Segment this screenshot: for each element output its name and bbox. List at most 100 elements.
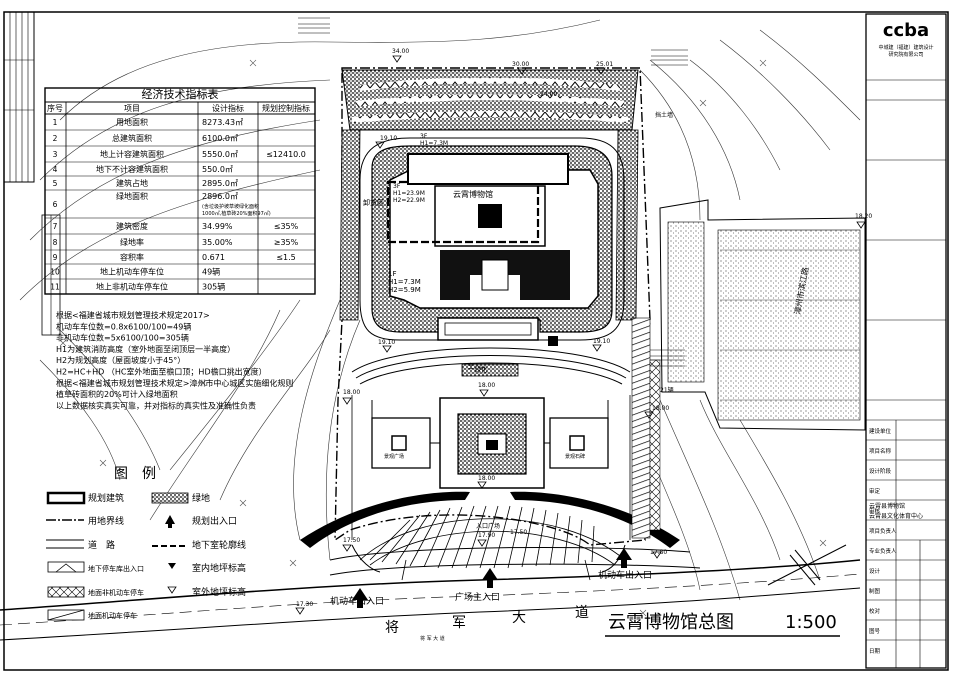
table-cell-item: 地上计容建筑面积 — [100, 149, 164, 159]
elev-11: 18.00 — [652, 405, 669, 412]
title-project-name: 云霄县文化体育中心 — [869, 512, 923, 520]
note-line: H2为规划高度（屋面坡度小于45°） — [56, 355, 185, 365]
sheet-title: 云霄博物馆总图 — [608, 612, 734, 633]
elev-17: 24.00 — [540, 91, 557, 98]
legend-item-garage-entry: 地下停车库出入口 — [88, 564, 144, 573]
tag-top-h: H1=7.3M — [420, 140, 448, 147]
entrance-canopy — [437, 317, 539, 341]
title-drawing-name: 云霄县博物馆 — [869, 502, 905, 510]
tech-table-grid — [44, 87, 316, 295]
tag-1f-h1: H1=7.3M — [388, 278, 421, 286]
road-char-2: 军 — [452, 615, 466, 631]
note-line: 以上数据核实真实可靠，并对指标的真实性及准确性负责 — [56, 400, 256, 410]
north-slope-band — [341, 69, 639, 131]
elev-5: 19.10 — [378, 339, 395, 346]
west-crescent-wall — [300, 491, 470, 548]
table-cell-control: ≥35% — [274, 238, 299, 247]
table-cell-design: 34.99% — [202, 222, 233, 231]
table-cell-index: 3 — [53, 150, 58, 159]
vehicle-entrance-right-icon — [616, 548, 632, 568]
entry-fan-paving — [359, 505, 626, 581]
east-parking-stalls — [631, 317, 651, 539]
unload-zone-label: 卸货区 — [363, 198, 384, 207]
title-block-field-label: 制图 — [869, 587, 881, 595]
table-row6-note-a: (含垃圾护坡草坡绿化面积 — [202, 203, 259, 210]
east-pavilion-label: 景观石碑 — [565, 453, 585, 460]
main-entrance-label: 主入口 — [468, 362, 486, 370]
table-cell-design: 8273.43㎡ — [202, 118, 243, 127]
table-cell-index: 8 — [53, 238, 58, 247]
legend-item-building: 规划建筑 — [88, 492, 124, 504]
table-cell-item: 总建筑面积 — [112, 133, 152, 143]
tag-3f: 3F — [393, 183, 401, 190]
legend-item-basement: 地下室轮廓线 — [192, 539, 246, 551]
title-block-field-label: 设计阶段 — [869, 467, 892, 475]
east-slope-band — [615, 129, 639, 321]
legend-title: 图 例 — [114, 466, 156, 482]
company-name-line2: 研究院有限公司 — [888, 51, 923, 58]
note-line: 根据<福建省城市规划管理技术规定>漳州市中心城区实施细化规则 — [56, 378, 293, 388]
table-cell-item: 地上非机动车停车位 — [96, 282, 168, 292]
elevation-markers — [295, 55, 866, 615]
company-name-line1: 中城建（福建）建筑设计 — [878, 44, 933, 51]
elev-7: 18.20 — [855, 213, 872, 220]
west-slope-band — [339, 129, 361, 321]
elev-6: 19.10 — [593, 338, 610, 345]
table-cell-item: 建筑占地 — [116, 178, 148, 188]
survey-marks — [59, 59, 827, 617]
tag-top: 3F — [420, 133, 428, 140]
table-cell-design: 0.671 — [202, 253, 225, 262]
table-cell-design: 35.00% — [202, 238, 233, 247]
table-cell-index: 2 — [53, 134, 58, 143]
table-cell-index: 7 — [53, 222, 58, 231]
retaining-wall-label: 挡土墙 — [655, 111, 673, 119]
note-line: H2=HC+HD （HC室外地面至檐口顶；HD檐口挑出宽度） — [56, 367, 267, 377]
table-row6-note-b: 1000㎡,植草砖20%面积97㎡) — [202, 210, 271, 217]
building-3f-outline — [386, 180, 540, 244]
title-block-field-label: 专业负责人 — [869, 547, 897, 555]
table-cell-design: 49辆 — [202, 267, 220, 277]
table-cell-item: 容积率 — [120, 252, 144, 262]
table-cell-index: 9 — [53, 253, 58, 262]
title-block-field-label: 图号 — [869, 627, 881, 635]
table-cell-index: 1 — [53, 118, 58, 127]
table-cell-control: ≤12410.0 — [266, 150, 306, 159]
table-cell-control: ≤35% — [274, 222, 299, 231]
vehicle-entrance-right-label: 机动车出入口 — [598, 569, 652, 581]
table-cell-design: 6100.0㎡ — [202, 134, 238, 143]
note-line: H1为建筑消防高度（室外地面至闭顶层一半高度） — [56, 344, 235, 354]
site-boundary-line — [334, 67, 651, 546]
building-atrium — [478, 204, 502, 228]
table-cell-index: 11 — [50, 283, 60, 292]
title-block-field-label: 建设单位 — [869, 427, 892, 435]
title-block — [865, 13, 947, 669]
legend-item-indoor-level: 室内地坪标高 — [192, 562, 246, 574]
legend-swatches — [46, 491, 189, 621]
vehicle-entrance-left-icon — [352, 588, 368, 608]
plaza-entrance-icon — [482, 568, 498, 588]
elev-3: 25.01 — [596, 61, 613, 68]
elev-12: 17.90 — [478, 532, 495, 539]
title-block-field-label: 审核 — [869, 507, 881, 515]
note-line: 植草砖面积的20%可计入绿地面积 — [56, 389, 178, 399]
table-cell-item: 绿地面积 — [116, 191, 148, 201]
plaza-main-entrance-label: 广场主入口 — [455, 591, 500, 603]
left-margin-strips — [3, 11, 61, 336]
vehicle-entrance-left-label: 机动车出入口 — [330, 595, 384, 607]
title-block-field-label: 校对 — [869, 607, 881, 615]
plaza-steps — [351, 347, 631, 385]
east-neighbor-building — [659, 199, 866, 431]
plaza-green-label: 绿化 — [475, 366, 487, 374]
building-core — [407, 153, 569, 185]
table-cell-item: 建筑密度 — [116, 221, 148, 231]
elev-16: 17.80 — [650, 549, 667, 556]
tag-1f: 1F — [388, 270, 396, 278]
elev-1: 34.00 — [392, 48, 409, 55]
table-cell-index: 6 — [53, 200, 58, 209]
elev-4: 19.10 — [380, 135, 397, 142]
tag-1f-h2: H2=5.9M — [388, 286, 421, 294]
elev-8: 18.00 — [478, 382, 495, 389]
